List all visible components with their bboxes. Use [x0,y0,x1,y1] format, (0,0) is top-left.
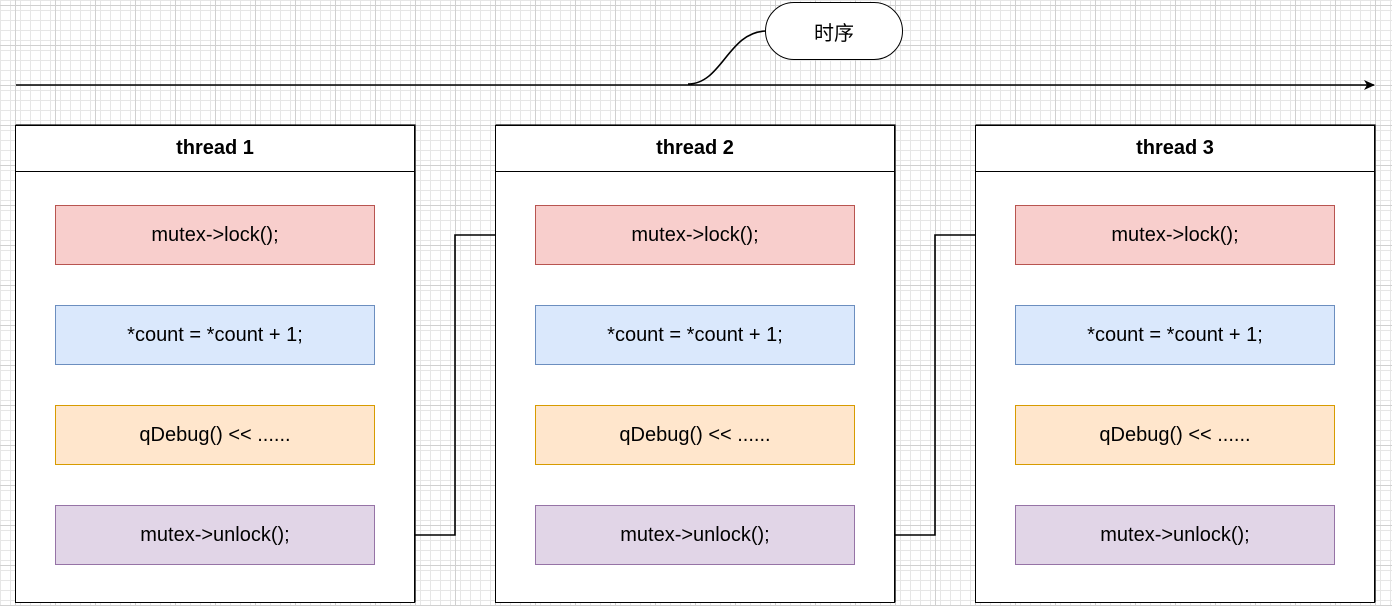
thread-2-lock-step: mutex->lock(); [535,205,855,265]
thread-3-lock-step: mutex->lock(); [1015,205,1335,265]
thread-3-header: thread 3 [976,126,1374,172]
thread-2-debug-step: qDebug() << ...... [535,405,855,465]
thread-2-increment-step: *count = *count + 1; [535,305,855,365]
thread-3-unlock-step: mutex->unlock(); [1015,505,1335,565]
timeline-label: 时序 [814,22,854,45]
thread-1-lock-step: mutex->lock(); [55,205,375,265]
callout-tail [687,30,767,85]
thread-3-box: thread 3 mutex->lock(); *count = *count … [975,125,1375,603]
timeline-callout: 时序 [765,2,903,60]
thread-3-increment-step: *count = *count + 1; [1015,305,1335,365]
thread-2-box: thread 2 mutex->lock(); *count = *count … [495,125,895,603]
handoff-arrow-1-to-2 [375,230,534,536]
handoff-arrow-2-to-3 [855,230,1014,536]
thread-1-box: thread 1 mutex->lock(); *count = *count … [15,125,415,603]
thread-1-debug-step: qDebug() << ...... [55,405,375,465]
thread-2-header: thread 2 [496,126,894,172]
thread-1-increment-step: *count = *count + 1; [55,305,375,365]
thread-3-debug-step: qDebug() << ...... [1015,405,1335,465]
thread-2-unlock-step: mutex->unlock(); [535,505,855,565]
thread-1-unlock-step: mutex->unlock(); [55,505,375,565]
thread-1-header: thread 1 [16,126,414,172]
